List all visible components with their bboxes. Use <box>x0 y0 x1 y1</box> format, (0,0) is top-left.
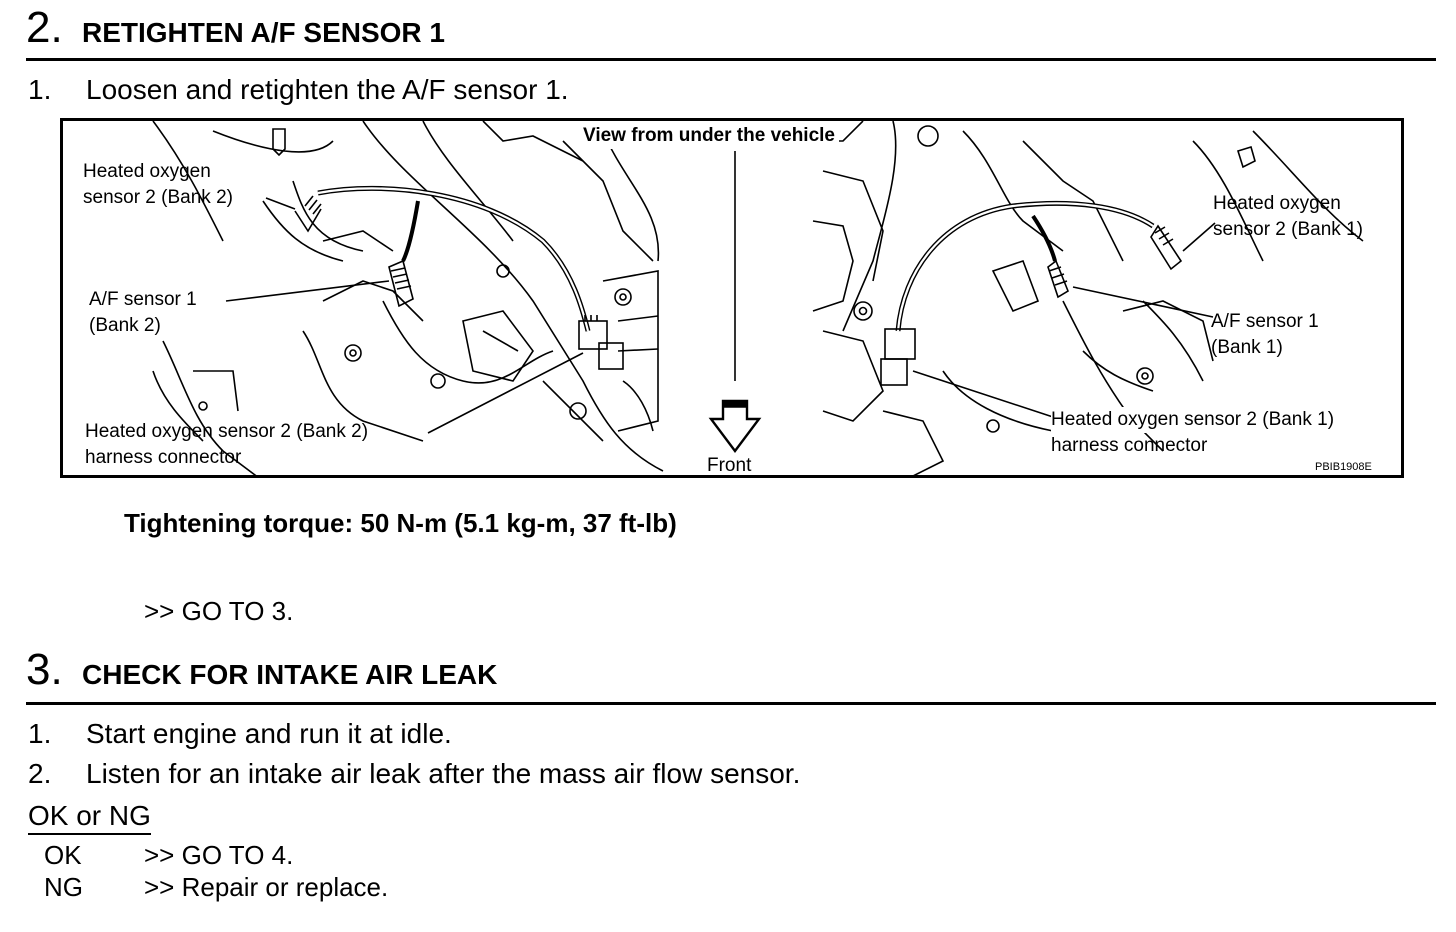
left-conn-label-line2: harness connector <box>85 447 242 468</box>
result-value: >> Repair or replace. <box>144 872 389 902</box>
step-number: 2. <box>26 3 63 52</box>
view-label: View from under the vehicle <box>579 123 840 149</box>
step-title: CHECK FOR INTAKE AIR LEAK <box>82 659 498 690</box>
right-conn-label-line1: Heated oxygen sensor 2 (Bank 1) <box>1051 407 1335 433</box>
figure-code: PBIB1908E <box>1315 461 1372 473</box>
section-divider <box>26 58 1436 61</box>
tightening-torque: Tightening torque: 50 N-m (5.1 kg-m, 37 … <box>124 508 677 538</box>
engine-illustration <box>152 121 1364 475</box>
goto-next-step: >> GO TO 3. <box>144 596 294 626</box>
item-number: 1. <box>28 74 52 105</box>
left-af-label-line2: (Bank 2) <box>89 315 161 336</box>
left-ho2s-label-line1: Heated oxygen <box>83 161 211 182</box>
section-divider <box>26 702 1436 705</box>
result-key: OK <box>44 840 82 870</box>
left-af-label-line1: A/F sensor 1 <box>89 289 197 310</box>
right-ho2s-label-line1: Heated oxygen <box>1213 193 1341 214</box>
ok-ng-heading: OK or NG <box>28 800 151 835</box>
item-number: 1. <box>28 718 52 749</box>
item-text: Start engine and run it at idle. <box>86 718 452 749</box>
front-label: Front <box>707 455 752 476</box>
step-3-header: 3. CHECK FOR INTAKE AIR LEAK <box>26 648 1436 706</box>
result-value: >> GO TO 4. <box>144 840 294 870</box>
left-ho2s-label-line2: sensor 2 (Bank 2) <box>83 187 233 208</box>
right-af-label-line1: A/F sensor 1 <box>1211 311 1319 332</box>
sensor-location-figure: View from under the vehicle Heated oxyge… <box>60 118 1404 478</box>
item-text: Loosen and retighten the A/F sensor 1. <box>86 74 569 105</box>
result-key: NG <box>44 872 83 902</box>
item-number: 2. <box>28 758 52 789</box>
step-number: 3. <box>26 645 63 694</box>
step-title: RETIGHTEN A/F SENSOR 1 <box>82 17 446 48</box>
right-af-label-line2: (Bank 1) <box>1211 337 1283 358</box>
left-conn-label-line1: Heated oxygen sensor 2 (Bank 2) <box>85 421 369 442</box>
step-2-header: 2. RETIGHTEN A/F SENSOR 1 <box>26 3 1436 61</box>
right-conn-label-line2: harness connector <box>1051 435 1208 456</box>
right-ho2s-label-line2: sensor 2 (Bank 1) <box>1213 219 1363 240</box>
item-text: Listen for an intake air leak after the … <box>86 758 801 789</box>
